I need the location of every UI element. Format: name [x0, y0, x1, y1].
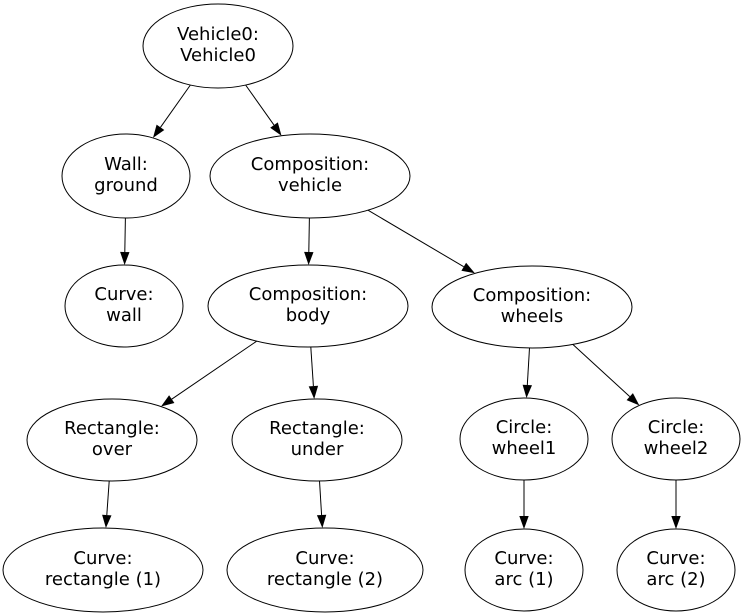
node-comp_wheels: Composition:wheels	[431, 265, 633, 349]
node-label-line2: Vehicle0	[180, 45, 256, 66]
edge-rect_over-curve_rect1	[102, 480, 112, 528]
arrowhead-icon	[120, 251, 130, 265]
node-curve_wall: Curve:wall	[64, 264, 184, 348]
node-curve_arc2: Curve:arc (2)	[616, 528, 736, 612]
node-label-line2: arc (2)	[646, 569, 705, 590]
node-label-line1: Circle:	[496, 417, 553, 438]
node-label-line2: rectangle (2)	[267, 569, 383, 590]
node-ellipse	[616, 528, 736, 612]
node-label-line1: Curve:	[494, 548, 553, 569]
node-comp_body: Composition:body	[207, 264, 409, 348]
edge-vehicle0-wall_ground	[153, 84, 191, 138]
edge-comp_wheels-circle_wheel1	[522, 347, 532, 398]
edge-line	[106, 480, 110, 516]
arrowhead-icon	[153, 124, 165, 138]
edge-line	[310, 346, 314, 387]
node-ellipse	[231, 398, 403, 482]
edge-comp_vehicle-comp_wheels	[367, 209, 475, 274]
node-circle_wheel1: Circle:wheel1	[459, 397, 589, 481]
node-rect_over: Rectangle:over	[26, 398, 198, 482]
node-label-line2: arc (1)	[494, 569, 553, 590]
node-label-line1: Composition:	[249, 284, 367, 305]
node-label-line1: Curve:	[646, 548, 705, 569]
node-label-line1: Circle:	[648, 417, 705, 438]
node-label-line1: Rectangle:	[269, 418, 365, 439]
node-wall_ground: Wall:ground	[61, 133, 191, 219]
node-ellipse	[611, 397, 741, 481]
node-label-line1: Vehicle0:	[177, 24, 259, 45]
edge-rect_under-curve_rect2	[316, 480, 327, 528]
node-label-line2: rectangle (1)	[45, 569, 161, 590]
node-ellipse	[64, 264, 184, 348]
node-circle_wheel2: Circle:wheel2	[611, 397, 741, 481]
edge-line	[572, 344, 631, 397]
edge-comp_body-rect_over	[161, 340, 257, 407]
node-curve_rect1: Curve:rectangle (1)	[2, 527, 204, 613]
arrowhead-icon	[102, 514, 112, 528]
edge-line	[308, 217, 310, 253]
edge-line	[245, 84, 275, 126]
node-label-line1: Composition:	[251, 154, 369, 175]
node-label-line2: body	[286, 305, 331, 326]
node-ellipse	[459, 397, 589, 481]
node-ellipse	[431, 265, 633, 349]
node-rect_under: Rectangle:under	[231, 398, 403, 482]
edge-comp_vehicle-comp_body	[304, 217, 314, 265]
node-label-line1: Wall:	[104, 154, 148, 175]
arrowhead-icon	[461, 262, 475, 274]
edge-circle_wheel2-curve_arc2	[671, 480, 681, 529]
node-label-line2: over	[92, 439, 133, 460]
node-ellipse	[61, 133, 191, 219]
arrowhead-icon	[161, 395, 175, 407]
node-ellipse	[207, 264, 409, 348]
node-label-line2: vehicle	[278, 175, 342, 196]
edge-comp_body-rect_under	[308, 346, 319, 399]
node-label-line2: wheel2	[644, 438, 709, 459]
arrowhead-icon	[308, 385, 319, 399]
node-ellipse	[464, 528, 584, 612]
arrowhead-icon	[270, 122, 282, 136]
edge-line	[526, 347, 530, 386]
arrowhead-icon	[626, 393, 640, 406]
node-label-line2: ground	[94, 175, 158, 196]
node-vehicle0: Vehicle0:Vehicle0	[142, 3, 294, 89]
edge-line	[319, 480, 323, 516]
node-label-line1: Rectangle:	[64, 418, 160, 439]
edge-line	[171, 340, 257, 400]
edge-line	[367, 209, 464, 268]
node-ellipse	[26, 398, 198, 482]
arrowhead-icon	[316, 514, 327, 528]
node-label-line1: Curve:	[73, 548, 132, 569]
node-label-line1: Composition:	[473, 285, 591, 306]
edge-wall_ground-curve_wall	[120, 217, 130, 265]
arrowhead-icon	[522, 384, 532, 398]
node-label-line1: Curve:	[94, 284, 153, 305]
edge-circle_wheel1-curve_arc1	[519, 480, 529, 529]
node-curve_rect2: Curve:rectangle (2)	[226, 527, 424, 613]
node-ellipse	[142, 3, 294, 89]
edge-vehicle0-comp_vehicle	[245, 84, 282, 136]
arrowhead-icon	[671, 516, 681, 529]
edge-line	[124, 217, 126, 253]
node-comp_vehicle: Composition:vehicle	[209, 133, 411, 219]
arrowhead-icon	[519, 516, 529, 529]
node-label-line2: wall	[106, 305, 142, 326]
node-label-line2: wheel1	[492, 438, 557, 459]
node-label-line1: Curve:	[295, 548, 354, 569]
edge-comp_wheels-circle_wheel2	[572, 344, 640, 406]
arrowhead-icon	[304, 251, 314, 265]
node-label-line2: wheels	[501, 306, 564, 327]
node-ellipse	[2, 527, 204, 613]
node-ellipse	[209, 133, 411, 219]
edge-line	[160, 84, 191, 128]
node-ellipse	[226, 527, 424, 613]
node-curve_arc1: Curve:arc (1)	[464, 528, 584, 612]
node-label-line2: under	[291, 439, 344, 460]
